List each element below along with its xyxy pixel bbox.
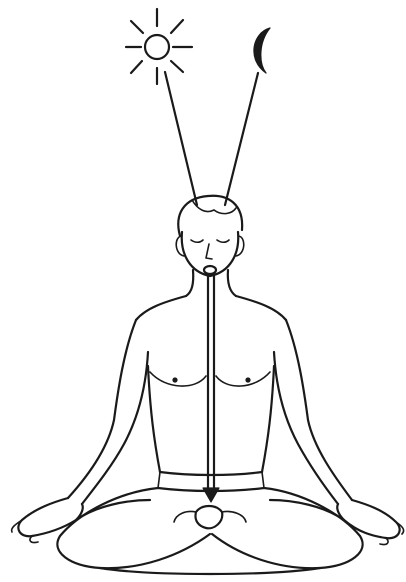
moon-icon: [254, 28, 270, 73]
celestial-lines: [165, 72, 258, 205]
moon-line: [225, 73, 258, 205]
arms: [68, 320, 352, 504]
head: [176, 196, 244, 276]
sun-icon: [126, 9, 192, 84]
torso: [136, 270, 286, 472]
sun-disc: [145, 35, 169, 59]
sun-line: [165, 72, 197, 205]
breath-arrow-icon: [203, 276, 219, 502]
sun-rays: [126, 9, 192, 84]
